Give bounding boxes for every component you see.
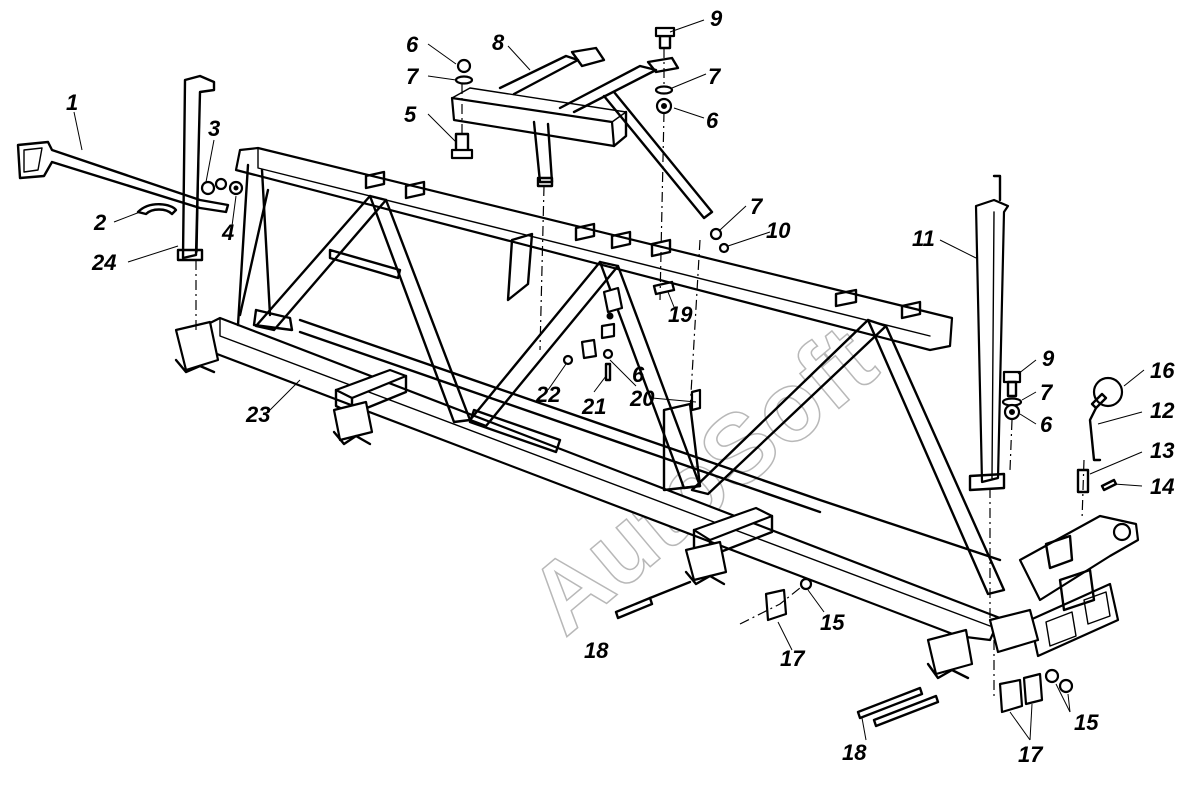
callout-9: 9: [1042, 346, 1055, 371]
clamp-parts-19-22: [562, 312, 702, 412]
fasteners-part-3-4: [200, 177, 244, 196]
marker-rod-part-1: [16, 140, 230, 214]
leader-lines: [73, 19, 1145, 741]
top-bracket-part-8: [450, 46, 714, 220]
callout-11: 11: [912, 226, 935, 251]
callout-19: 19: [668, 302, 693, 327]
callout-12: 12: [1150, 398, 1175, 423]
callout-8: 8: [492, 30, 505, 55]
callout-1: 1: [66, 90, 78, 115]
callout-7: 7: [1040, 380, 1054, 405]
callout-2: 2: [93, 210, 107, 235]
callout-labels: 1 2 3 4 5 6 6 6 6 7 7 7 7 8 9 9 10 11 12…: [66, 6, 1175, 767]
callout-22: 22: [535, 382, 561, 407]
callout-17: 17: [1018, 742, 1044, 767]
callout-7: 7: [708, 64, 722, 89]
callout-6: 6: [706, 108, 719, 133]
callout-13: 13: [1150, 438, 1174, 463]
callout-9: 9: [710, 6, 723, 31]
hitch-pin-parts-12-16: [1076, 376, 1124, 494]
callout-3: 3: [208, 116, 220, 141]
shoe-mounts: [174, 320, 974, 680]
assembly-axis-lines: [195, 48, 1085, 700]
main-frame: [194, 146, 1006, 642]
right-post-part-11: [968, 174, 1010, 492]
callout-15: 15: [1074, 710, 1099, 735]
left-post-part-24: [176, 74, 216, 262]
callout-6: 6: [1040, 412, 1053, 437]
callout-21: 21: [581, 394, 606, 419]
callout-18: 18: [584, 638, 609, 663]
callout-14: 14: [1150, 474, 1174, 499]
callout-6: 6: [406, 32, 419, 57]
right-fasteners: [1001, 370, 1023, 421]
callout-15: 15: [820, 610, 845, 635]
callout-7: 7: [750, 194, 764, 219]
callout-10: 10: [766, 218, 791, 243]
callout-18: 18: [842, 740, 867, 765]
callout-16: 16: [1150, 358, 1175, 383]
callout-17: 17: [780, 646, 806, 671]
callout-23: 23: [245, 402, 270, 427]
callout-7: 7: [406, 64, 420, 89]
hitch-assembly: [988, 514, 1140, 658]
lower-crossbeams: [334, 368, 774, 558]
callout-6: 6: [632, 362, 645, 387]
callout-5: 5: [404, 102, 417, 127]
bottom-fasteners: [614, 577, 1074, 728]
callout-4: 4: [221, 220, 234, 245]
u-clip-part-2: [136, 203, 178, 216]
callout-20: 20: [629, 386, 655, 411]
callout-24: 24: [91, 250, 116, 275]
